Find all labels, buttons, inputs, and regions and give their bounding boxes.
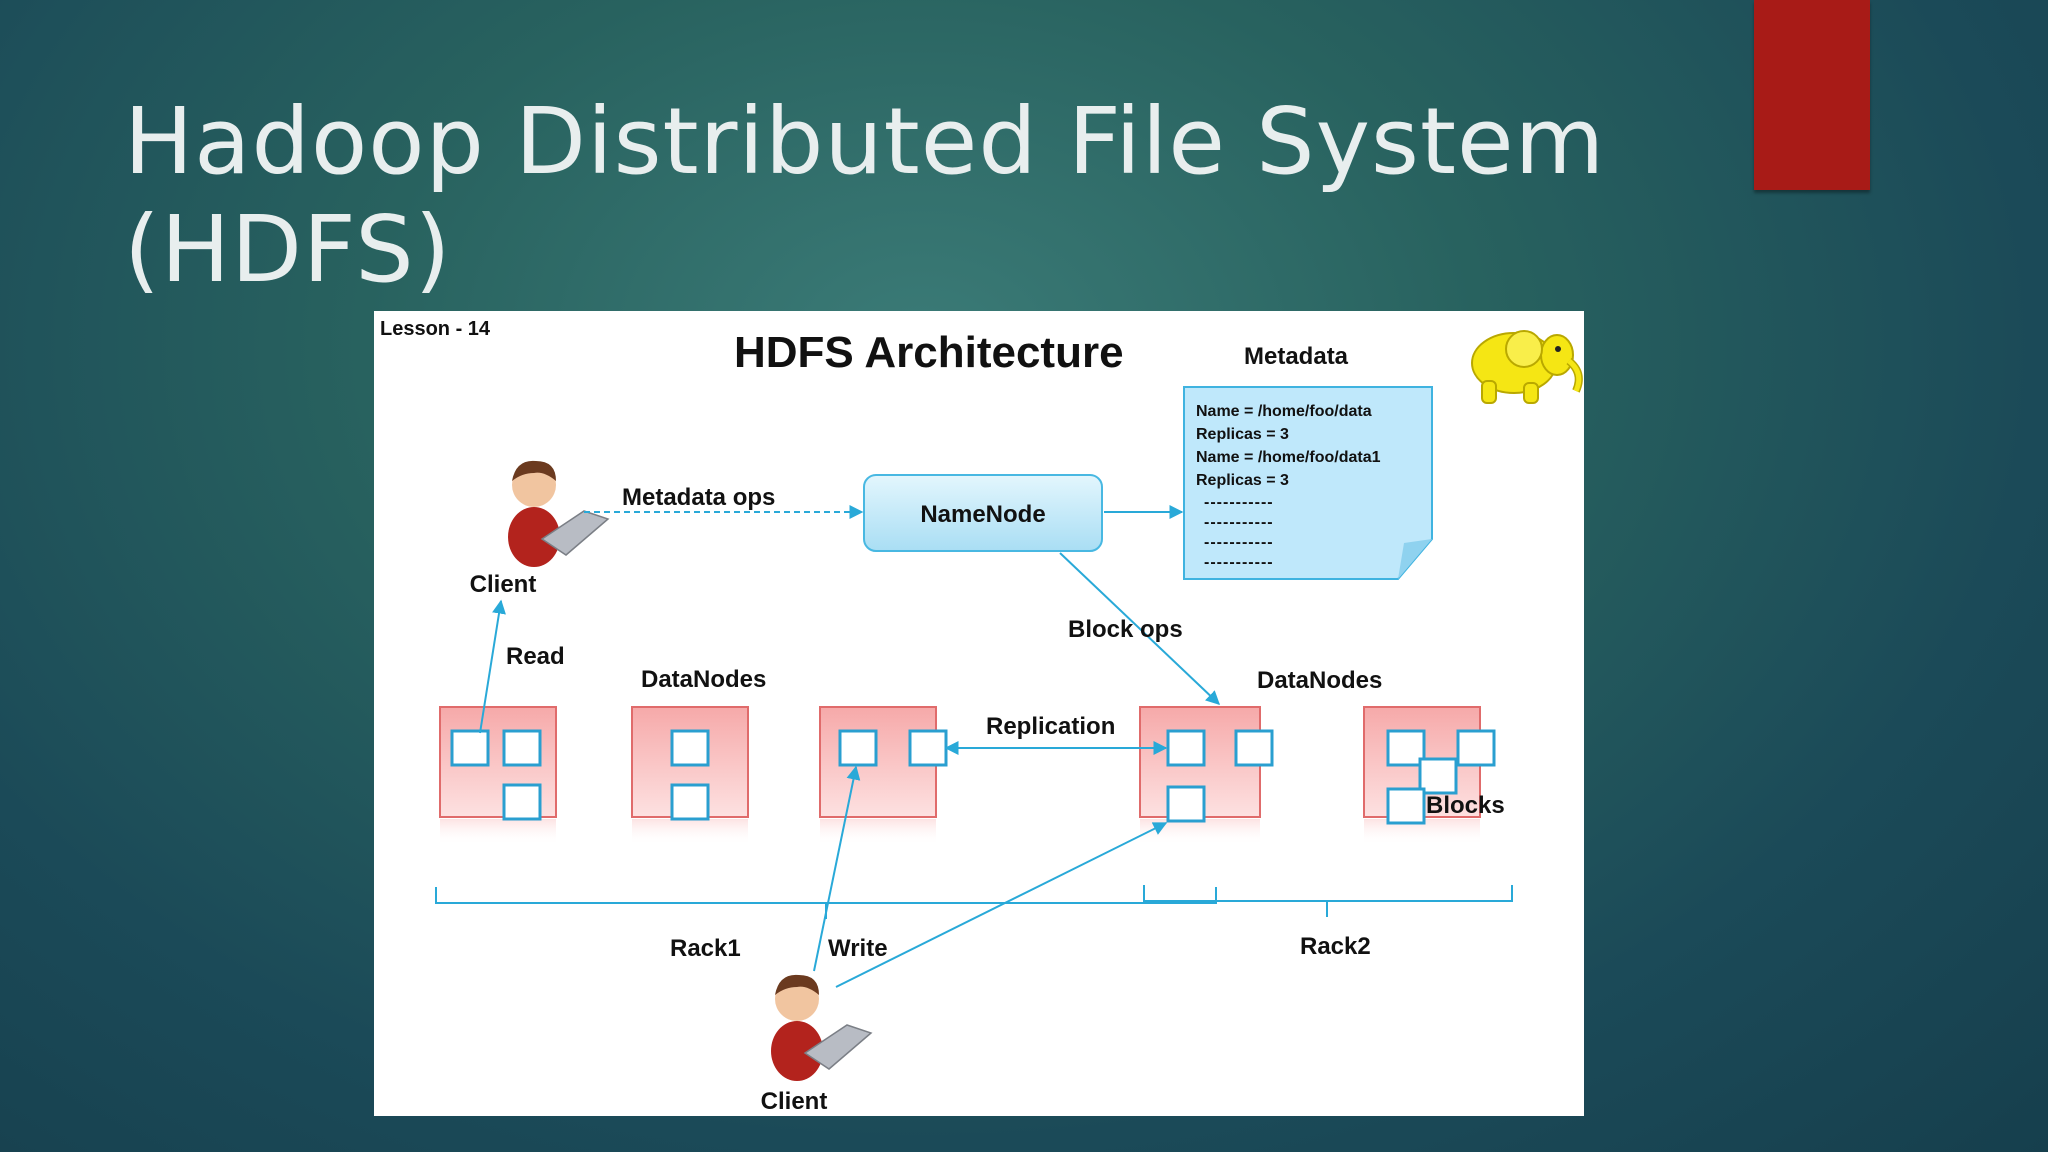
client-top-label: Client: [470, 571, 537, 598]
metadata-dashes: -----------: [1204, 494, 1274, 511]
write-arrow-rack2: [835, 822, 1168, 988]
namenode-box: [863, 474, 1103, 552]
block-ops-arrow: [1059, 552, 1221, 705]
metadata-dashes: -----------: [1204, 514, 1274, 531]
slide-title-line-1: Hadoop Distributed File System: [124, 88, 1606, 195]
block: [670, 783, 710, 821]
lesson-label: Lesson - 14: [380, 318, 491, 340]
write-label: Write: [828, 935, 888, 962]
block: [1456, 729, 1496, 767]
block: [1166, 785, 1206, 823]
rack1-label: Rack1: [670, 935, 741, 962]
hdfs-architecture-diagram: Lesson - 14 HDFS Architecture Metadata N…: [374, 311, 1584, 1116]
datanode-5: [1363, 706, 1496, 845]
block: [1386, 729, 1426, 767]
block: [1234, 729, 1274, 767]
read-label: Read: [506, 643, 565, 670]
replication-label: Replication: [986, 713, 1115, 740]
client-bottom-label: Client: [761, 1088, 828, 1115]
metadata-dashes: -----------: [1204, 534, 1274, 551]
diagram-heading: HDFS Architecture: [734, 328, 1124, 377]
block: [1418, 757, 1458, 795]
slide-title: Hadoop Distributed File System (HDFS): [124, 88, 1684, 304]
datanodes-right-label: DataNodes: [1257, 667, 1382, 694]
client-bottom-icon: [771, 974, 873, 1081]
namenode-label: NameNode: [920, 501, 1045, 528]
block: [1166, 729, 1206, 767]
blocks-label: Blocks: [1426, 792, 1505, 819]
diagram-canvas: Lesson - 14 HDFS Architecture Metadata N…: [380, 318, 1583, 1115]
block-ops-label: Block ops: [1068, 616, 1183, 643]
metadata-line: Replicas = 3: [1196, 426, 1289, 443]
accent-bar: [1754, 0, 1870, 190]
metadata-line: Name = /home/foo/data1: [1196, 449, 1381, 466]
metadata-title: Metadata: [1244, 343, 1349, 370]
block: [450, 729, 490, 767]
metadata-ops-label: Metadata ops: [622, 484, 775, 511]
block: [502, 783, 542, 821]
slide-title-line-2: (HDFS): [124, 196, 452, 303]
metadata-document: Name = /home/foo/data Replicas = 3 Name …: [1183, 386, 1433, 580]
hadoop-elephant-logo: [1471, 330, 1583, 404]
datanode-3: [819, 706, 948, 845]
rack2-brace: [1143, 885, 1513, 917]
rack1-brace: [435, 887, 1217, 919]
write-arrow: [813, 765, 861, 972]
rack2-label: Rack2: [1300, 933, 1371, 960]
read-arrow: [479, 599, 506, 734]
block: [670, 729, 710, 767]
datanodes-left-label: DataNodes: [641, 666, 766, 693]
metadata-line: Name = /home/foo/data: [1196, 403, 1372, 420]
block: [1386, 787, 1426, 825]
client-top-icon: [508, 460, 610, 567]
datanode-2: [631, 706, 749, 845]
metadata-line: Replicas = 3: [1196, 472, 1289, 489]
datanode-1: [439, 706, 557, 845]
block: [838, 729, 878, 767]
datanode-4: [1139, 706, 1274, 845]
block: [502, 729, 542, 767]
block: [908, 729, 948, 767]
metadata-dashes: -----------: [1204, 554, 1274, 571]
